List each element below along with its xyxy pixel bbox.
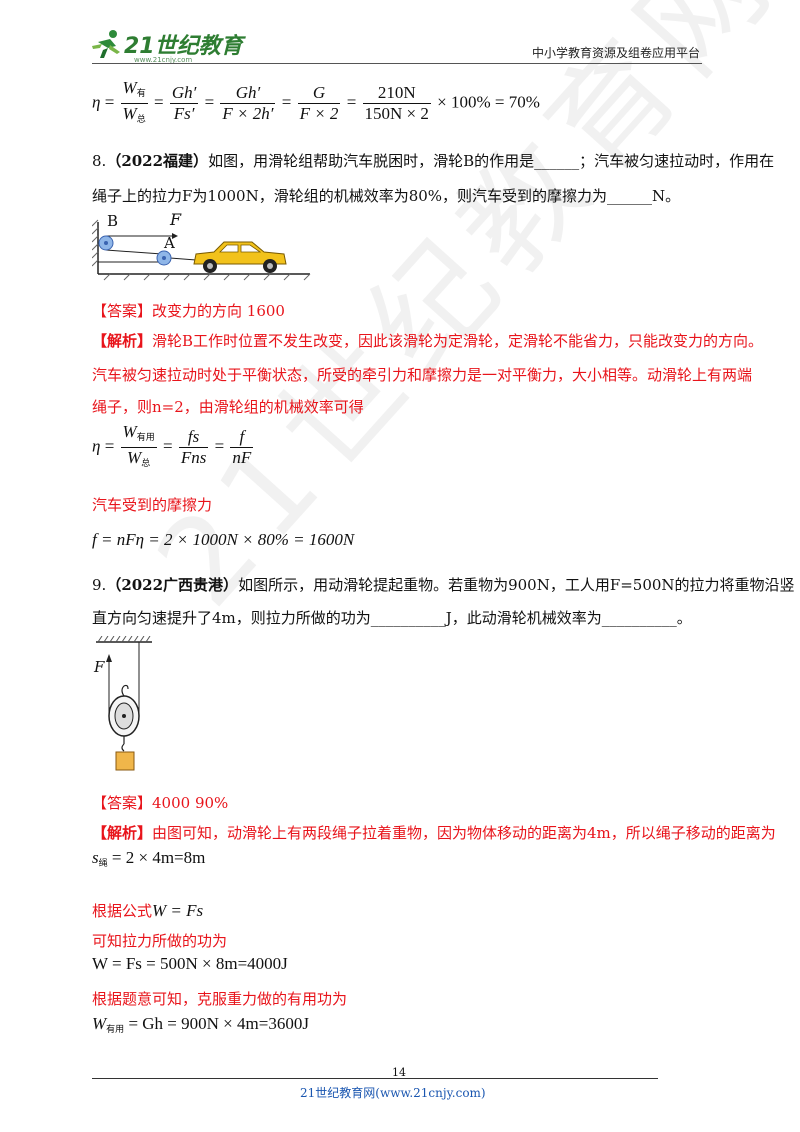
q9-analysis-l1: 【解析】由图可知，动滑轮上有两段绳子拉着重物，因为物体移动的距离为4m，所以绳子… xyxy=(92,824,776,842)
frac-w: W有 W总 xyxy=(120,78,148,124)
header-right-text: 中小学教育资源及组卷应用平台 xyxy=(531,46,700,60)
runner-logo-icon xyxy=(92,30,120,58)
q8-answer-text: 改变力的方向 1600 xyxy=(152,302,285,320)
q8-line2: 绳子上的拉力F为1000N，滑轮组的机械效率为80%，则汽车受到的摩擦力为___… xyxy=(92,187,681,205)
q9-work-label: 可知拉力所做的功为 xyxy=(92,932,228,950)
q9-eq-work: W = Fs = 500N × 8m=4000J xyxy=(92,954,288,973)
page-number: 14 xyxy=(392,1066,406,1079)
q8-text1: 如图，用滑轮组帮助汽车脱困时，滑轮B的作用是______；汽车被匀速拉动时，作用… xyxy=(208,152,775,170)
q8-answer-tag: 【答案】 xyxy=(92,302,153,320)
q9-eq-s: s绳 = 2 × 4m=8m xyxy=(92,848,206,868)
logo-url: www.21cnjy.com xyxy=(134,56,193,64)
q9-answer: 【答案】4000 90% xyxy=(92,794,229,812)
frac-1: Gh′Fs′ xyxy=(169,83,199,123)
q8-number: 8. xyxy=(92,152,107,170)
q9-formula-line: 根据公式W = Fs xyxy=(92,901,204,920)
q9-line1: 9.（2022广西贵港）如图所示，用动滑轮提起重物。若重物为900N，工人用F=… xyxy=(92,576,795,594)
eta-symbol: η xyxy=(92,92,101,112)
fig-label-b: B xyxy=(107,212,119,230)
logo-text: 21世纪教育 xyxy=(124,34,243,59)
q9-eq-useful: W有用 = Gh = 900N × 4m=3600J xyxy=(92,1014,309,1034)
q9-figure: F xyxy=(92,635,172,776)
q8-analysis-l2: 汽车被匀速拉动时处于平衡状态，所受的牵引力和摩擦力是一对平衡力，大小相等。动滑轮… xyxy=(92,366,753,384)
q8-eq2: f = nFη = 2 × 1000N × 80% = 1600N xyxy=(92,530,355,549)
header-logo: 21世纪教育 www.21cnjy.com xyxy=(90,26,250,66)
header-divider xyxy=(92,63,702,64)
q8-analysis-tag: 【解析】 xyxy=(92,332,153,350)
movable-pulley-diagram xyxy=(96,635,152,771)
fig-label-a: A xyxy=(164,234,175,252)
q8-friction-label: 汽车受到的摩擦力 xyxy=(92,496,213,514)
q8-line1: 8.（2022福建）如图，用滑轮组帮助汽车脱困时，滑轮B的作用是______；汽… xyxy=(92,150,774,171)
q9-line2: 直方向匀速提升了4m，则拉力所做的功为__________J，此动滑轮机械效率为… xyxy=(92,609,692,627)
footer-divider xyxy=(92,1078,658,1079)
q8-analysis-l3: 绳子，则n=2，由滑轮组的机械效率可得 xyxy=(92,398,364,416)
q8-analysis-l1: 【解析】滑轮B工作时位置不发生改变，因此该滑轮为定滑轮，定滑轮不能省力，只能改变… xyxy=(92,332,764,350)
pulley-car-diagram xyxy=(91,219,311,281)
q8-answer: 【答案】改变力的方向 1600 xyxy=(92,300,285,321)
footer-site: 21世纪教育网(www.21cnjy.com) xyxy=(300,1086,486,1100)
q9-useful-label: 根据题意可知，克服重力做的有用功为 xyxy=(92,990,348,1008)
fig-label-f: F xyxy=(170,210,182,229)
equation-tail: × 100% = 70% xyxy=(437,92,540,112)
frac-2: Gh′F × 2h′ xyxy=(220,83,276,123)
q9-fig-label-f: F xyxy=(94,658,105,676)
q8-source: （2022福建） xyxy=(106,152,209,170)
q8-figure: B F A xyxy=(91,210,312,284)
